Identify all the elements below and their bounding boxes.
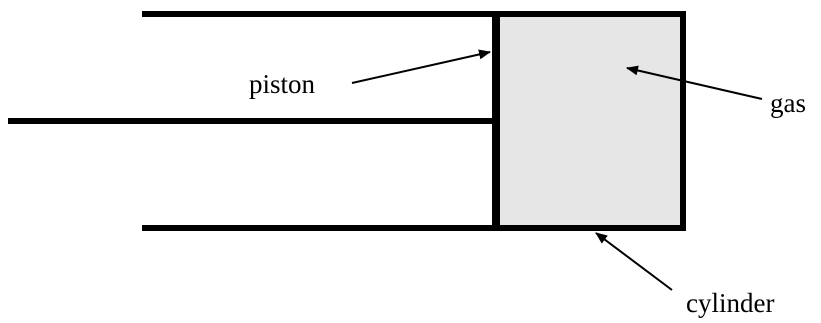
gas-pointer-arrow — [626, 65, 763, 100]
piston-pointer-arrow — [351, 49, 491, 84]
cylinder-label: cylinder — [686, 288, 774, 318]
gas-region — [498, 14, 684, 228]
cylinder-pointer-arrow — [595, 232, 673, 291]
gas-label: gas — [770, 88, 806, 118]
piston-label: piston — [249, 69, 316, 99]
